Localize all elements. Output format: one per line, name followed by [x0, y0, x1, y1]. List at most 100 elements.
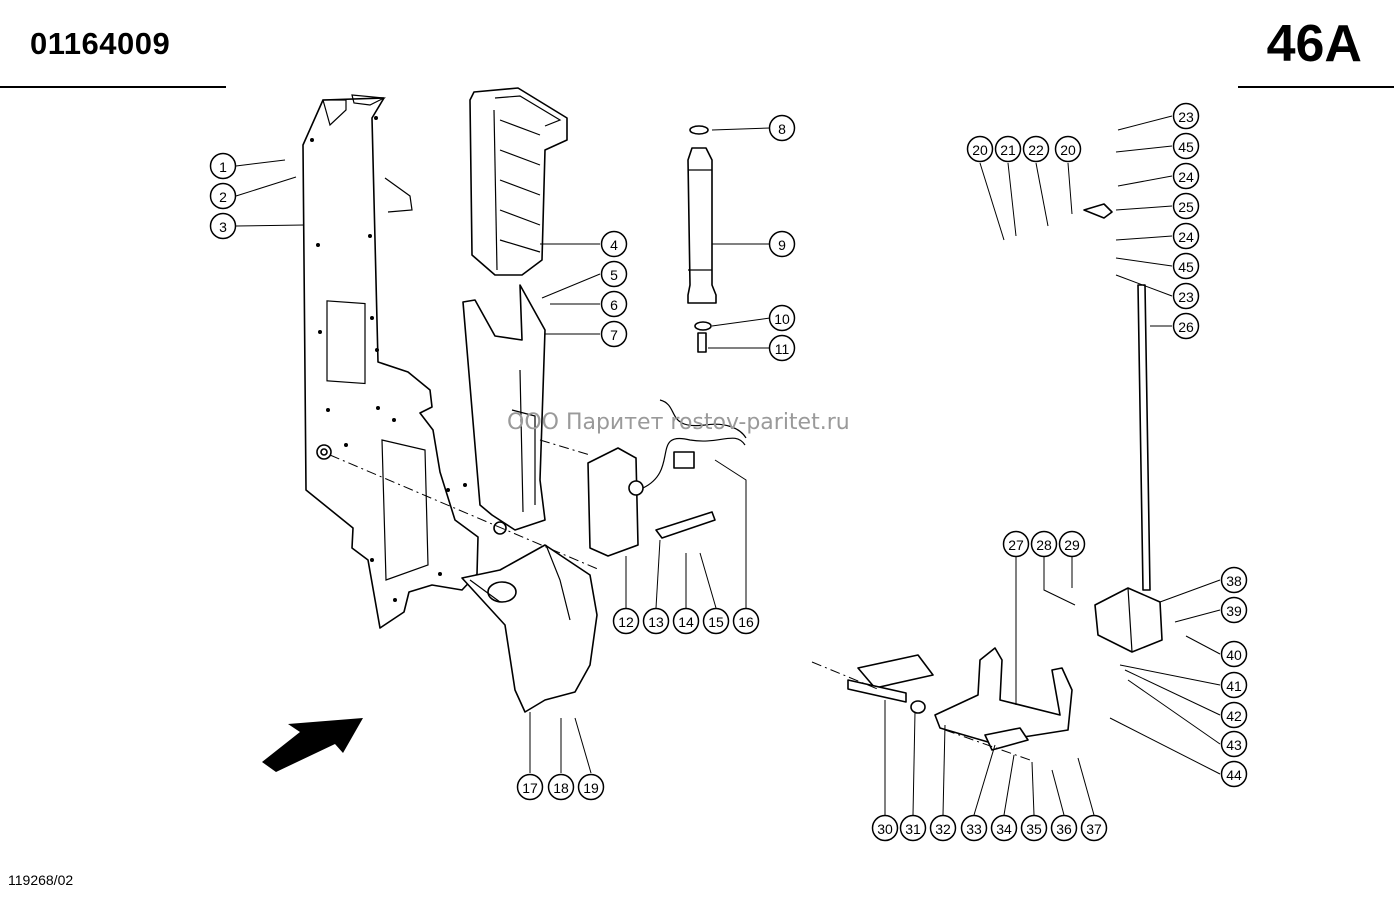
svg-text:5: 5	[610, 267, 618, 283]
svg-text:28: 28	[1036, 537, 1052, 553]
callout-45: 45	[1172, 252, 1200, 280]
callout-16: 16	[732, 607, 760, 635]
callout-11: 11	[768, 334, 796, 362]
svg-text:16: 16	[738, 614, 754, 630]
callout-1: 1	[209, 152, 237, 180]
svg-text:20: 20	[972, 142, 988, 158]
svg-text:17: 17	[522, 780, 538, 796]
callout-45: 45	[1172, 132, 1200, 160]
bracket-part-12	[587, 399, 747, 557]
svg-text:22: 22	[1028, 142, 1044, 158]
svg-text:39: 39	[1226, 603, 1242, 619]
callout-43: 43	[1220, 730, 1248, 758]
callout-10: 10	[768, 304, 796, 332]
callout-7: 7	[600, 320, 628, 348]
svg-text:6: 6	[610, 297, 618, 313]
header-rule-right	[1238, 86, 1394, 88]
callout-35: 35	[1020, 814, 1048, 842]
callout-24: 24	[1172, 222, 1200, 250]
callout-22: 22	[1022, 135, 1050, 163]
callout-20: 20	[966, 135, 994, 163]
callout-40: 40	[1220, 640, 1248, 668]
callout-8: 8	[768, 114, 796, 142]
callout-12: 12	[612, 607, 640, 635]
svg-text:12: 12	[618, 614, 634, 630]
side-plate-part-3	[302, 94, 507, 629]
callout-3: 3	[209, 212, 237, 240]
svg-text:7: 7	[610, 327, 618, 343]
watermark: ООО Паритет rostov-paritet.ru	[507, 410, 850, 435]
callout-25: 25	[1172, 192, 1200, 220]
callout-34: 34	[990, 814, 1018, 842]
callout-6: 6	[600, 290, 628, 318]
callout-33: 33	[960, 814, 988, 842]
svg-text:1: 1	[219, 159, 227, 175]
callout-23: 23	[1172, 282, 1200, 310]
callout-38: 38	[1220, 566, 1248, 594]
svg-text:13: 13	[648, 614, 664, 630]
callout-2: 2	[209, 182, 237, 210]
direction-arrow-icon	[262, 718, 363, 772]
callout-14: 14	[672, 607, 700, 635]
callout-32: 32	[929, 814, 957, 842]
callout-27: 27	[1002, 530, 1030, 558]
svg-text:44: 44	[1226, 767, 1242, 783]
callout-23: 23	[1172, 102, 1200, 130]
svg-text:43: 43	[1226, 737, 1242, 753]
callout-28: 28	[1030, 530, 1058, 558]
svg-text:33: 33	[966, 821, 982, 837]
svg-text:4: 4	[610, 237, 618, 253]
svg-text:21: 21	[1000, 142, 1016, 158]
leader-lines	[235, 115, 1221, 816]
document-code: 01164009	[30, 26, 171, 61]
callout-4: 4	[600, 230, 628, 258]
svg-text:40: 40	[1226, 647, 1242, 663]
svg-text:32: 32	[935, 821, 951, 837]
svg-text:2: 2	[219, 189, 227, 205]
svg-text:26: 26	[1178, 319, 1194, 335]
page-id: 46A	[1266, 15, 1362, 73]
svg-text:27: 27	[1008, 537, 1024, 553]
svg-text:15: 15	[708, 614, 724, 630]
drawing-code: 119268/02	[8, 872, 74, 888]
svg-text:35: 35	[1026, 821, 1042, 837]
callout-41: 41	[1220, 671, 1248, 699]
channel-guide-part-4	[469, 87, 568, 276]
svg-text:8: 8	[778, 121, 786, 137]
svg-text:38: 38	[1226, 573, 1242, 589]
mounting-block-part-38	[1094, 587, 1163, 653]
cylinder-part-9	[687, 125, 717, 353]
callout-29: 29	[1058, 530, 1086, 558]
callout-31: 31	[899, 814, 927, 842]
svg-text:31: 31	[905, 821, 921, 837]
callout-42: 42	[1220, 701, 1248, 729]
callout-5: 5	[600, 260, 628, 288]
svg-text:19: 19	[583, 780, 599, 796]
callout-17: 17	[516, 773, 544, 801]
svg-text:30: 30	[877, 821, 893, 837]
callout-30: 30	[871, 814, 899, 842]
svg-text:18: 18	[553, 780, 569, 796]
svg-text:25: 25	[1178, 199, 1194, 215]
svg-text:23: 23	[1178, 109, 1194, 125]
callout-36: 36	[1050, 814, 1078, 842]
callout-21: 21	[994, 135, 1022, 163]
svg-text:20: 20	[1060, 142, 1076, 158]
svg-text:10: 10	[774, 311, 790, 327]
callout-18: 18	[547, 773, 575, 801]
svg-text:45: 45	[1178, 139, 1194, 155]
svg-text:29: 29	[1064, 537, 1080, 553]
header-rule-left	[0, 86, 226, 88]
svg-text:36: 36	[1056, 821, 1072, 837]
callout-26: 26	[1172, 312, 1200, 340]
callout-39: 39	[1220, 596, 1248, 624]
callout-15: 15	[702, 607, 730, 635]
svg-text:14: 14	[678, 614, 694, 630]
svg-text:37: 37	[1086, 821, 1102, 837]
support-plate-part-7	[462, 284, 546, 531]
housing-part-17	[461, 544, 598, 713]
callout-24: 24	[1172, 162, 1200, 190]
